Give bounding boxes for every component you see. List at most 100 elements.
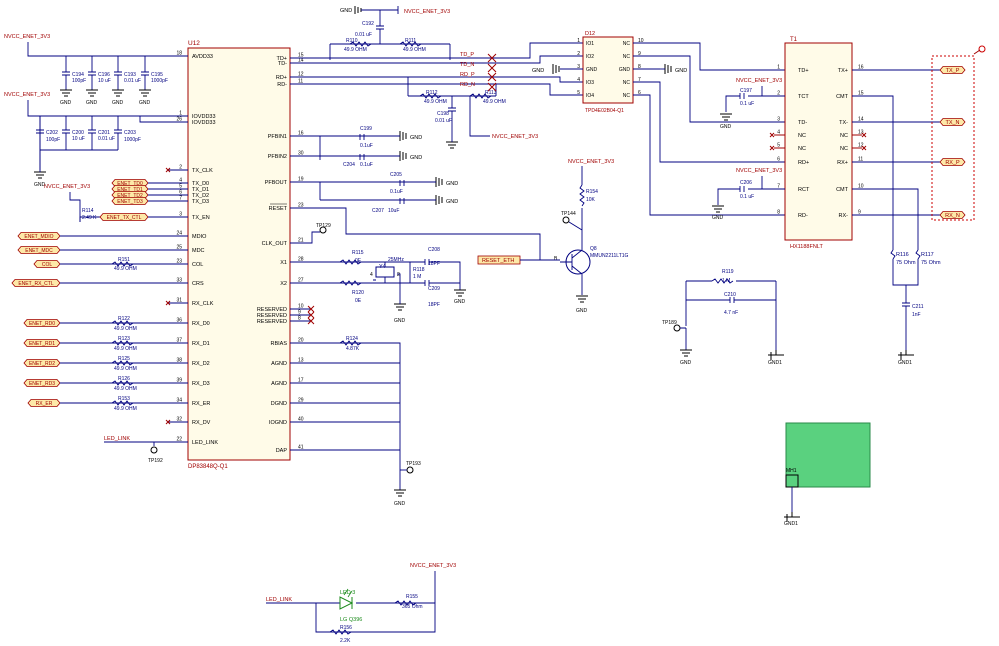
connector-box	[931, 55, 975, 221]
r156-val: 2.2K	[340, 638, 351, 644]
u12-left-pin-num: 5	[179, 184, 182, 190]
u12-right-pin-num: 9	[298, 310, 301, 316]
u12-right-pin-num: 10	[298, 304, 304, 310]
r123-ref: R123	[118, 336, 130, 342]
t1-left-pin-name: TD+	[798, 68, 809, 74]
r111-ref: R111	[405, 38, 416, 44]
c204-val: 0.1uF	[360, 162, 373, 168]
c207-ref: C207	[372, 208, 384, 214]
gnd-xtal-1: GND	[454, 299, 466, 305]
u12-right-pin-num: 29	[298, 398, 304, 404]
port-label: ENET_RD3	[29, 381, 55, 387]
port-rx-d2: ENET_RD2	[23, 359, 61, 367]
t1-right-pin-name: NC	[840, 146, 848, 152]
r155-val: 365 Ohm	[402, 604, 423, 610]
port-tx-d3: ENET_TD3	[111, 197, 149, 205]
u12-right-pin-num: 16	[298, 131, 304, 137]
u12-right-pin-name: RD-	[277, 82, 287, 88]
r112-val: 49.9 OHM	[424, 99, 447, 105]
u12-right-pin-num: 41	[298, 445, 304, 451]
led3-ref: LED 3	[340, 590, 355, 596]
port-label: ENET_TD1	[117, 187, 143, 193]
port-label: ENET_TX_CTL	[107, 215, 142, 221]
c198-ref: C198	[437, 111, 449, 117]
c206-val: 0.1 uF	[740, 194, 754, 200]
u12-right-pin-num: 21	[298, 238, 304, 244]
u12-phy: U12 DP83848Q-Q1 18AVDD331IOVDD3326IOVDD3…	[176, 40, 303, 470]
c208-ref: C208	[428, 247, 440, 253]
u12-left-pin-name: MDC	[192, 248, 205, 254]
port-tx-p: TX_P	[939, 66, 966, 74]
net-nvcc-rct: NVCC_ENET_3V3	[736, 168, 782, 174]
u12-right-pin-name: DGND	[271, 401, 287, 407]
t1-part: HX1188FNLT	[790, 244, 823, 250]
u12-left-pin-name: RX_ER	[192, 401, 210, 407]
r122-ref: R122	[118, 316, 130, 322]
r116-ref: R116	[896, 252, 909, 258]
u12-right-pin-name: RBIAS	[270, 341, 287, 347]
u12-right-pin-name: CLK_OUT	[262, 241, 288, 247]
u12-left-pin-name: IOVDD33	[192, 120, 216, 126]
r120-val: 0E	[355, 298, 362, 304]
r126-val: 49.9 OHM	[114, 386, 137, 392]
t1-left-pin-num: 8	[777, 210, 780, 216]
port-label: ENET_MDIO	[24, 234, 53, 240]
net-nvcc-q8: NVCC_ENET_3V3	[568, 159, 614, 165]
gnd-rct: GND	[712, 215, 724, 221]
t1-left-pin-num: 3	[777, 117, 780, 123]
u12-right-pin-name: TD+	[276, 56, 287, 62]
u12-left-pin-name: LED_LINK	[192, 440, 218, 446]
r117-val: 75 Ohm	[921, 260, 941, 266]
d12-left-pin-num: 4	[577, 77, 580, 83]
t1-right-pin-name: CMT	[836, 187, 849, 193]
port-tx-en: ENET_TX_CTL	[99, 213, 149, 221]
u12-left-pin-num: 6	[179, 190, 182, 196]
c193-ref: C193	[124, 72, 136, 78]
y4-pin2: 2	[397, 272, 400, 278]
u12-left-pin-num: 34	[176, 398, 182, 404]
r124-val: 4.87K	[346, 346, 360, 352]
u12-left-pin-num: 4	[179, 178, 182, 184]
port-col: COL	[33, 260, 61, 268]
r118-ref: R118	[413, 267, 425, 273]
r124-ref: R124	[346, 336, 358, 342]
port-mdc: ENET_MDC	[17, 246, 61, 254]
c193-val: 0.01 uF	[124, 78, 141, 84]
t1-right-pin-num: 10	[858, 184, 864, 190]
termination-network: GND NVCC_ENET_3V3 C192 0.01 uF R110 49.9…	[290, 6, 583, 149]
t1-left-pin-name: RCT	[798, 187, 810, 193]
port-label: RX_ER	[36, 401, 53, 407]
u12-right-pin-num: 19	[298, 177, 304, 183]
c205-ref: C205	[390, 172, 402, 178]
u12-left-pin-num: 39	[176, 378, 182, 384]
c203-ref: C203	[124, 130, 136, 136]
y4-pin4: 4	[370, 272, 373, 278]
y4-val: 25MHz	[388, 257, 404, 263]
q8-ref: Q8	[590, 246, 597, 252]
t1-left-pin-num: 4	[777, 130, 780, 136]
c197-val: 0.1 uF	[740, 101, 754, 107]
r113-ref: R113	[485, 90, 497, 96]
r114-ref: R114	[82, 208, 94, 214]
c198-val: 0.01 uF	[435, 118, 452, 124]
net-nvcc-led: NVCC_ENET_3V3	[410, 563, 456, 569]
r126-ref: R126	[118, 376, 130, 382]
u12-left-pin-name: RX_D3	[192, 381, 210, 387]
q8-part: MMUN2211LT1G	[590, 253, 629, 259]
pfb-decoupling: C199 0.1uF C204 0.1uF C205 0.1uF C207 10…	[290, 126, 458, 214]
u12-left-pin-name: RX_D0	[192, 321, 210, 327]
gnd-label-4: GND	[139, 100, 151, 106]
net-nvcc-1: NVCC_ENET_3V3	[4, 34, 50, 40]
d12-right-pin-num: 7	[638, 77, 641, 83]
c201-ref: C201	[98, 130, 110, 136]
u12-right-pin-num: 8	[298, 316, 301, 322]
c192-val: 0.01 uF	[355, 32, 372, 38]
r115-val: 0E	[355, 258, 362, 264]
t1-left-pin-name: RD+	[798, 160, 809, 166]
port-rx-n: RX_N	[939, 211, 966, 219]
port-label: ENET_RD2	[29, 361, 55, 367]
port-label: ENET_TD3	[117, 199, 143, 205]
tp144-label: TP144	[561, 211, 576, 217]
u12-right-pin-name: DAP	[276, 448, 288, 454]
